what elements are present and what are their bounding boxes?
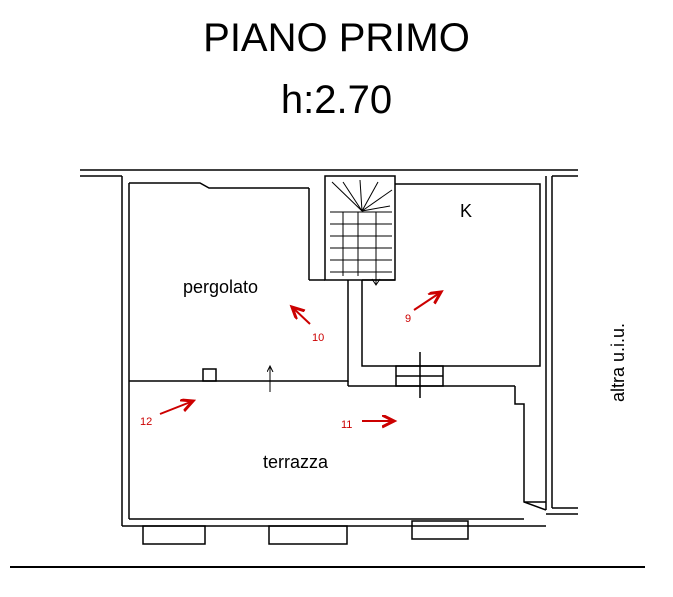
photo-number-9: 9 xyxy=(405,313,411,325)
photo-arrow-9 xyxy=(413,292,441,311)
photo-arrow-12 xyxy=(159,401,193,415)
adjacent-unit-label: altra u.i.u. xyxy=(608,323,628,402)
room-label-kitchen: K xyxy=(460,201,472,221)
room-label-terrazza: terrazza xyxy=(263,452,329,472)
photo-arrow-10 xyxy=(292,307,311,325)
height-label: h:2.70 xyxy=(280,78,393,122)
photo-number-12: 12 xyxy=(140,416,152,428)
photo-number-10: 10 xyxy=(312,332,324,344)
staircase xyxy=(330,179,393,286)
photo-number-11: 11 xyxy=(341,419,352,431)
walls xyxy=(80,169,578,545)
floor-title: PIANO PRIMO xyxy=(203,16,470,60)
room-label-pergolato: pergolato xyxy=(183,277,258,297)
